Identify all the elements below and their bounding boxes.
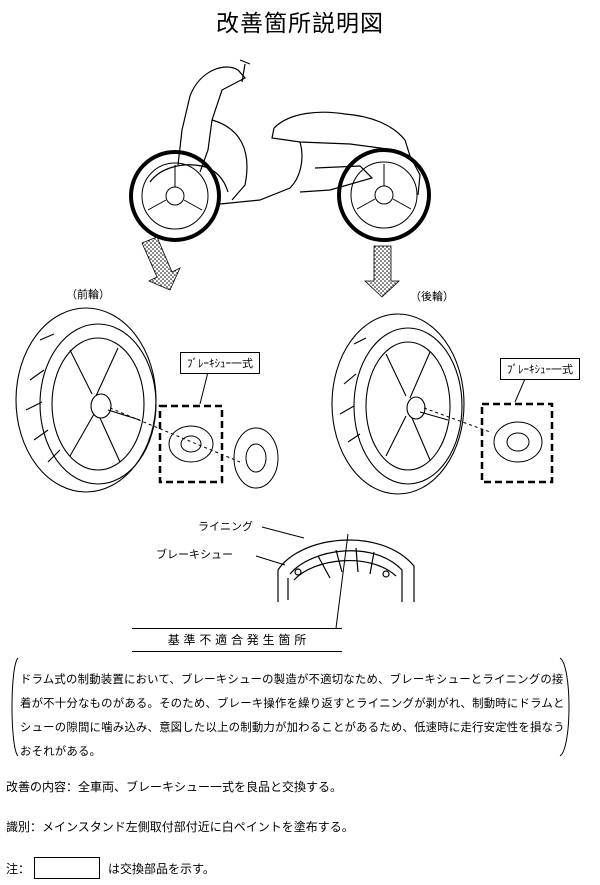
rear-wheel-label: （後輪）	[410, 290, 454, 303]
remedy-text: 改善の内容：全車両、ブレーキシュー一式を良品と交換する。	[6, 780, 343, 794]
scooter-drawing	[149, 59, 421, 205]
lining-label: ライニング	[198, 520, 253, 533]
note-row: 注： は交換部品を示す。	[6, 856, 215, 880]
front-brake-shoe-label: ﾌﾞﾚｰｷｼｭｰ一式	[180, 352, 260, 374]
front-wheel-label: （前輪）	[66, 288, 110, 301]
front-arrow	[141, 236, 181, 291]
rear-brake-shoe-box	[480, 402, 554, 484]
brake-shoe-label: ブレーキシュー	[156, 548, 233, 561]
front-wheel-highlight	[129, 150, 221, 242]
replacement-part-legend-box	[34, 857, 101, 879]
rear-tire-drawing	[331, 313, 465, 495]
rear-brake-shoe-label: ﾌﾞﾚｰｷｼｭｰ一式	[500, 358, 580, 380]
description-text: ドラム式の制動装置において、ブレーキシューの製造が不適切なため、ブレーキシューと…	[20, 672, 565, 758]
front-brake-shoe-box	[158, 404, 224, 484]
identification-text: 識別：メインスタンド左側取付部付近に白ペイントを塗布する。	[6, 820, 354, 834]
rear-wheel-highlight	[337, 148, 431, 242]
note-suffix: は交換部品を示す。	[108, 861, 215, 876]
page-title: 改善箇所説明図	[216, 11, 384, 37]
description-box: ドラム式の制動装置において、ブレーキシューの製造が不適切なため、ブレーキシューと…	[8, 657, 574, 758]
rear-arrow	[363, 245, 401, 298]
front-tire-drawing	[15, 307, 157, 493]
defect-location-label: 基 準 不 適 合 発 生 箇 所	[132, 628, 342, 652]
note-prefix: 注：	[6, 861, 31, 876]
